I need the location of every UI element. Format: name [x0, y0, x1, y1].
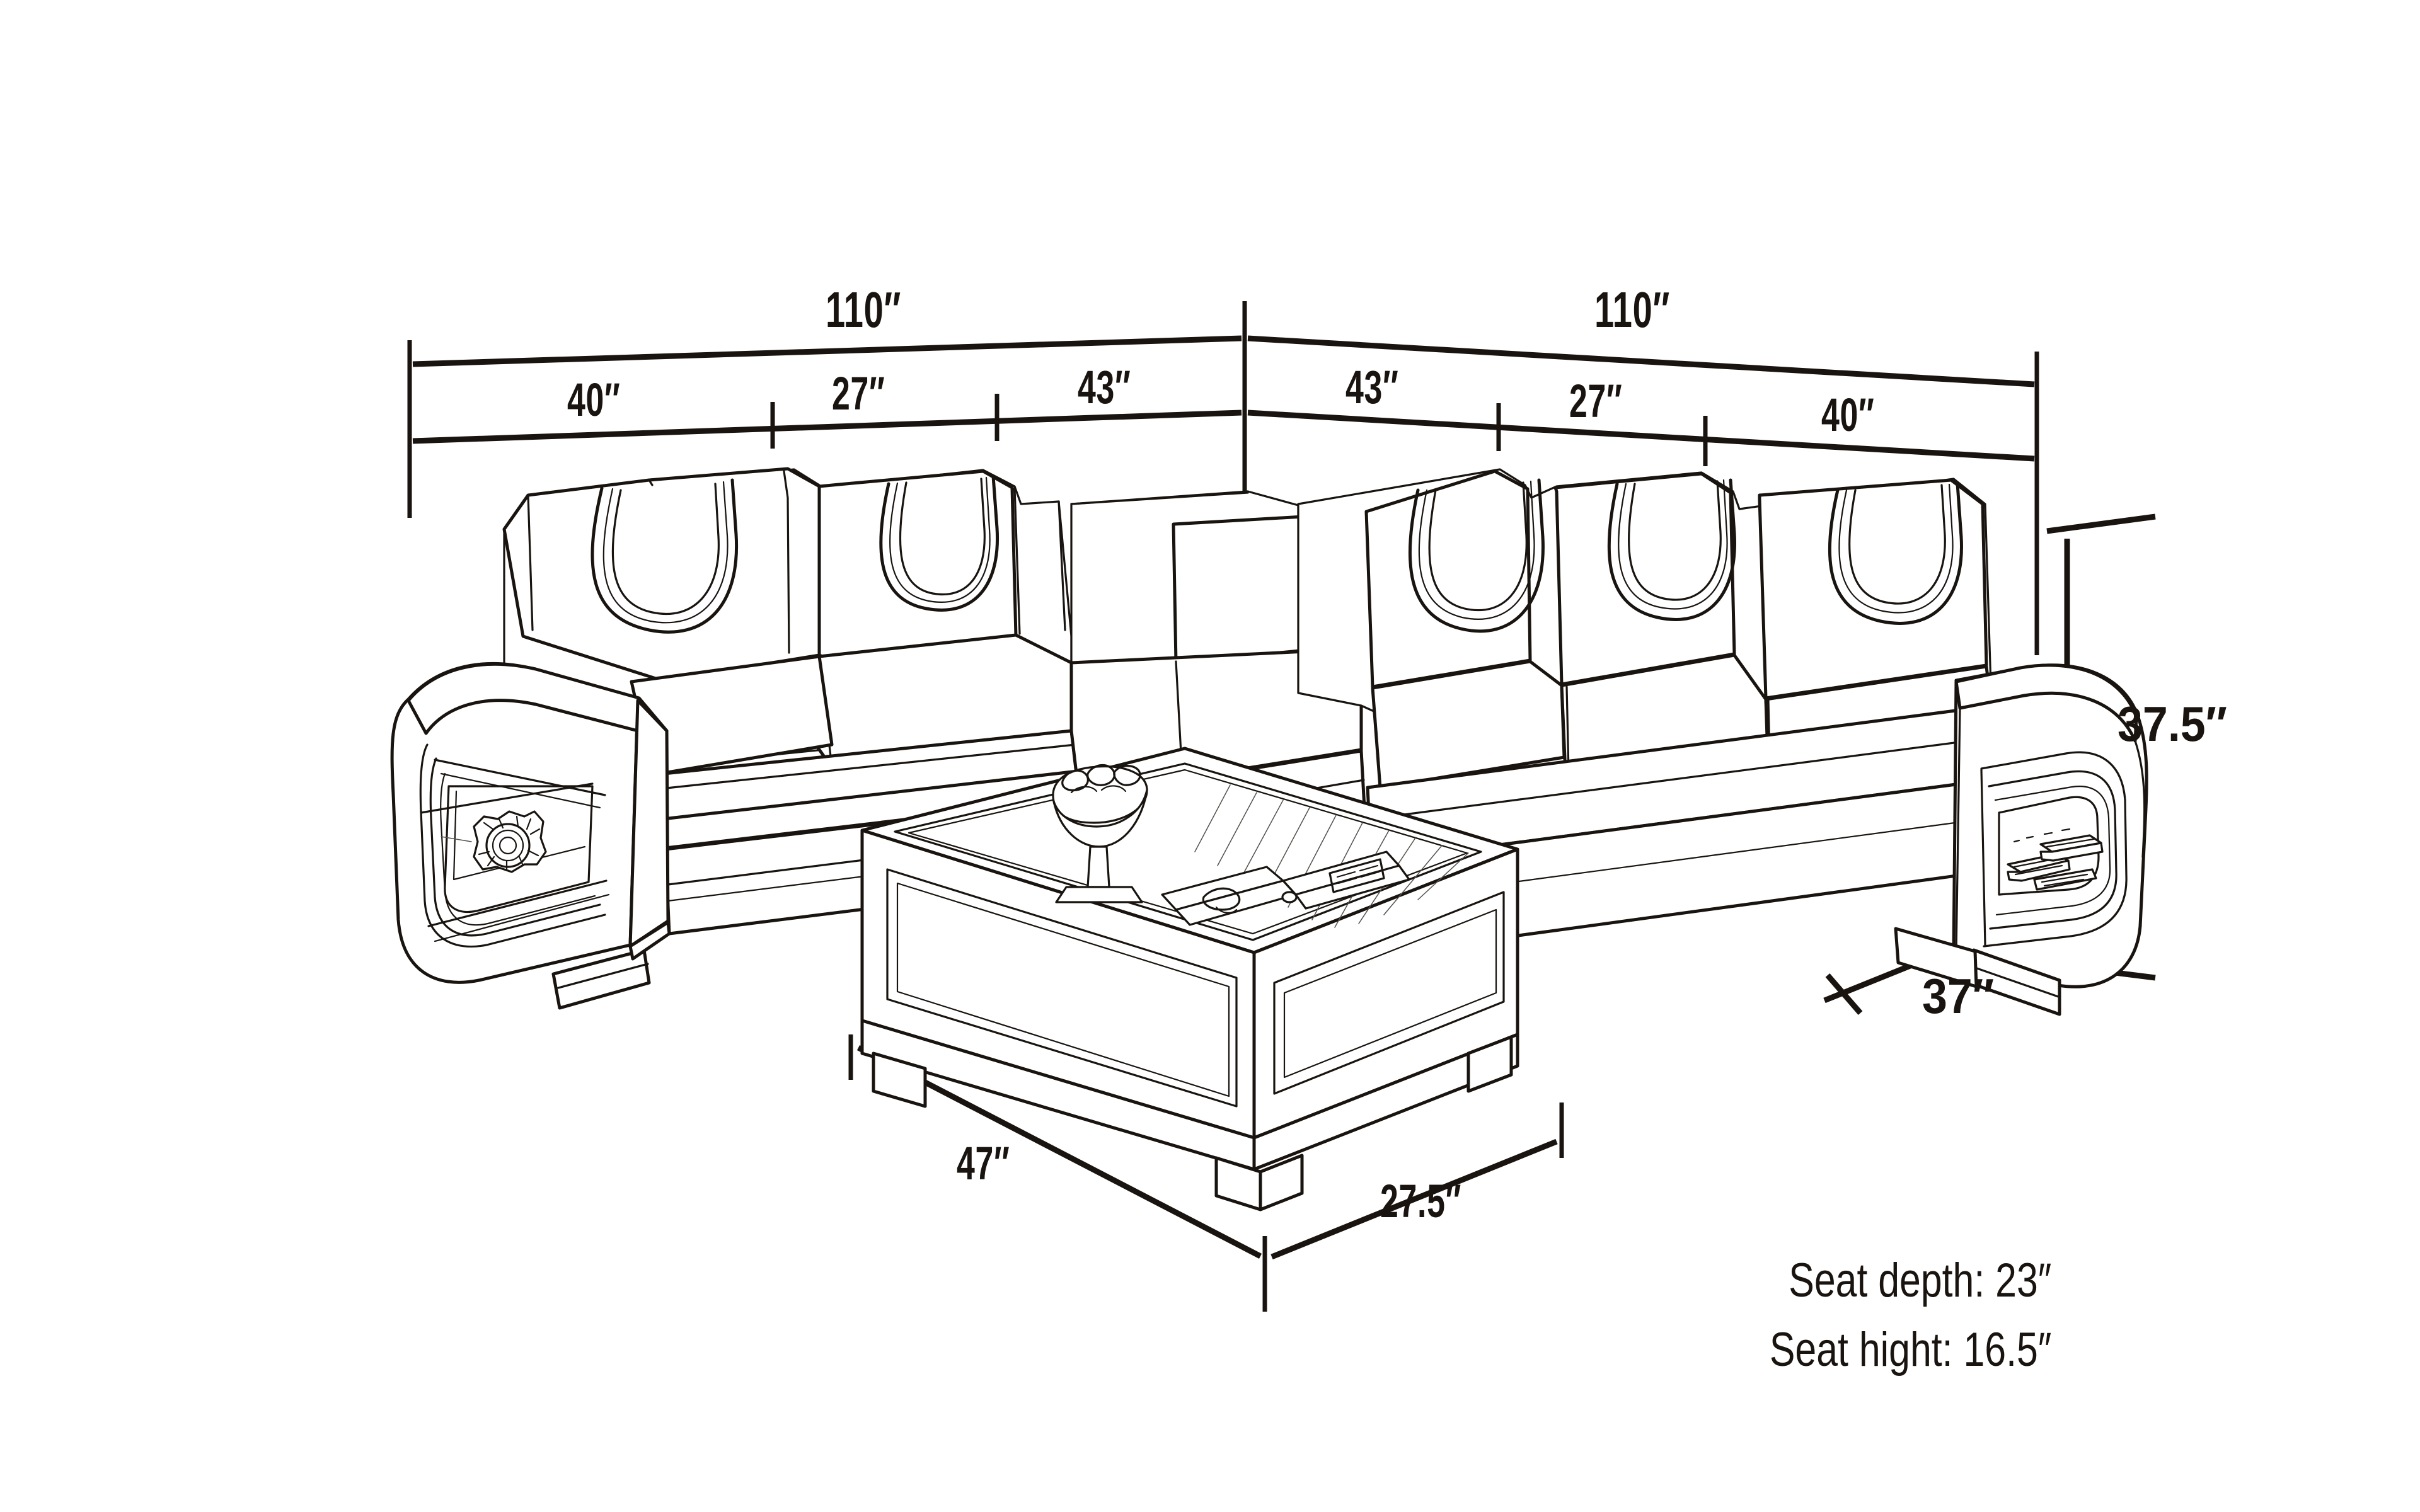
dim-line-right-chain — [1247, 410, 2035, 462]
dim-line-right-110 — [1247, 335, 2035, 387]
coffee-table — [860, 747, 1519, 1211]
arm-shelf-books — [2007, 828, 2104, 891]
dim-cap-height-top — [2046, 513, 2156, 534]
dim-label-left-40: 40″ — [567, 374, 621, 426]
dim-label-left-27: 27″ — [832, 367, 885, 420]
dim-label-height: 37.5″ — [2118, 696, 2228, 752]
dim-label-right-27: 27″ — [1569, 375, 1623, 427]
note-seat-height: Seat hight: 16.5″ — [1769, 1323, 2051, 1377]
dim-line-left-chain — [412, 410, 1242, 444]
sofa-left-wing — [390, 467, 1082, 1010]
note-seat-depth: Seat depth: 23″ — [1788, 1254, 2051, 1307]
dim-label-table-width: 27.5″ — [1380, 1175, 1462, 1227]
dim-line-table-width — [1270, 1138, 1558, 1260]
arm-medallion-ornament — [473, 810, 547, 873]
dim-label-right-overall: 110″ — [1594, 282, 1670, 338]
dim-label-left-43: 43″ — [1078, 361, 1131, 413]
dim-cap-depth-left — [1825, 973, 1863, 1015]
dimension-lines-top — [407, 301, 2039, 655]
dim-label-left-overall: 110″ — [826, 282, 901, 338]
dim-line-left-110 — [412, 335, 1242, 367]
dim-label-table-length: 47″ — [957, 1137, 1010, 1189]
open-book-ornament — [1161, 850, 1410, 926]
dim-label-depth: 37″ — [1922, 968, 1995, 1024]
fruit-bowl-ornament — [1052, 764, 1148, 903]
dim-label-right-40: 40″ — [1821, 389, 1875, 441]
sofa-right-wing — [1297, 468, 2148, 1016]
dim-label-right-43: 43″ — [1345, 361, 1399, 413]
